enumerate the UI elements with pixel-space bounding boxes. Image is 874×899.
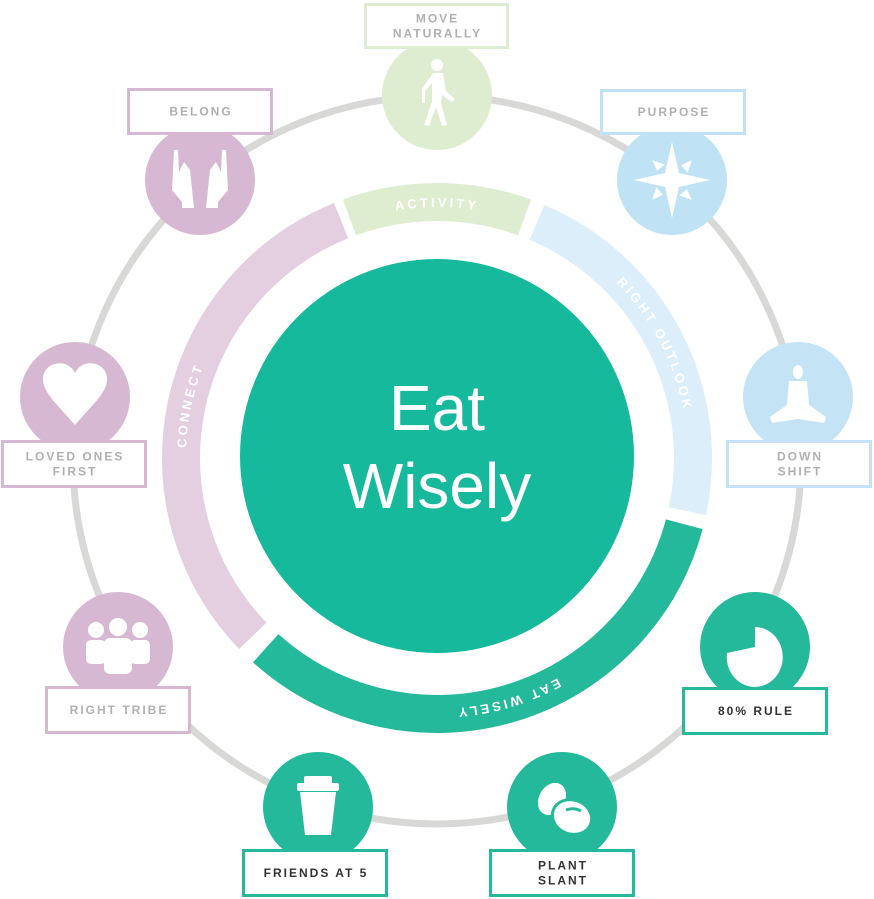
label-box bbox=[600, 89, 746, 135]
node-label: NATURALLY bbox=[393, 27, 482, 41]
node-belong: BELONG bbox=[127, 88, 273, 235]
segment-arc bbox=[529, 204, 712, 516]
node-label: SLANT bbox=[538, 874, 588, 888]
center-title-line2: Wisely bbox=[343, 450, 531, 522]
label-box bbox=[364, 3, 509, 49]
node-label: BELONG bbox=[169, 105, 232, 119]
segment-arc bbox=[162, 203, 349, 650]
node-label: RIGHT TRIBE bbox=[70, 703, 169, 717]
node-right-tribe: RIGHT TRIBE bbox=[45, 592, 191, 734]
walking-person-icon bbox=[422, 59, 455, 126]
label-box bbox=[1, 440, 147, 488]
heart-icon bbox=[43, 363, 107, 425]
node-friends-at-5: FRIENDS AT 5 bbox=[242, 752, 388, 897]
label-box bbox=[45, 686, 191, 734]
node-label: PLANT bbox=[538, 859, 588, 873]
node-label: FIRST bbox=[53, 465, 98, 479]
node-label: DOWN bbox=[777, 450, 823, 464]
node-80-rule: 80% RULE bbox=[682, 592, 828, 735]
node-purpose: PURPOSE bbox=[600, 89, 746, 235]
node-label: SHIFT bbox=[778, 465, 823, 479]
segment-arc bbox=[342, 183, 532, 236]
segment-activity: ACTIVITY bbox=[342, 183, 532, 236]
open-hands-icon bbox=[172, 150, 228, 208]
label-box bbox=[242, 849, 388, 897]
pie-chart-icon bbox=[726, 627, 783, 687]
label-box bbox=[726, 440, 872, 488]
node-label: MOVE bbox=[416, 12, 459, 26]
label-box bbox=[682, 687, 828, 735]
label-box bbox=[489, 849, 635, 897]
segment-connect: CONNECT bbox=[162, 203, 349, 650]
compass-star-icon bbox=[634, 142, 710, 218]
node-label: FRIENDS AT 5 bbox=[264, 866, 369, 880]
segment-label: ACTIVITY bbox=[394, 195, 480, 213]
cup-icon bbox=[297, 776, 339, 835]
center-circle bbox=[240, 259, 634, 653]
meditating-person-icon bbox=[770, 365, 826, 423]
group-icon bbox=[86, 618, 150, 674]
node-circle bbox=[145, 125, 255, 235]
segment-arc bbox=[253, 519, 703, 733]
node-label: LOVED ONES bbox=[26, 450, 125, 464]
node-label: 80% RULE bbox=[718, 704, 794, 718]
node-label: PURPOSE bbox=[638, 105, 711, 119]
beans-icon bbox=[537, 782, 594, 836]
center-title-line1: Eat bbox=[389, 372, 485, 444]
label-box bbox=[127, 88, 273, 135]
